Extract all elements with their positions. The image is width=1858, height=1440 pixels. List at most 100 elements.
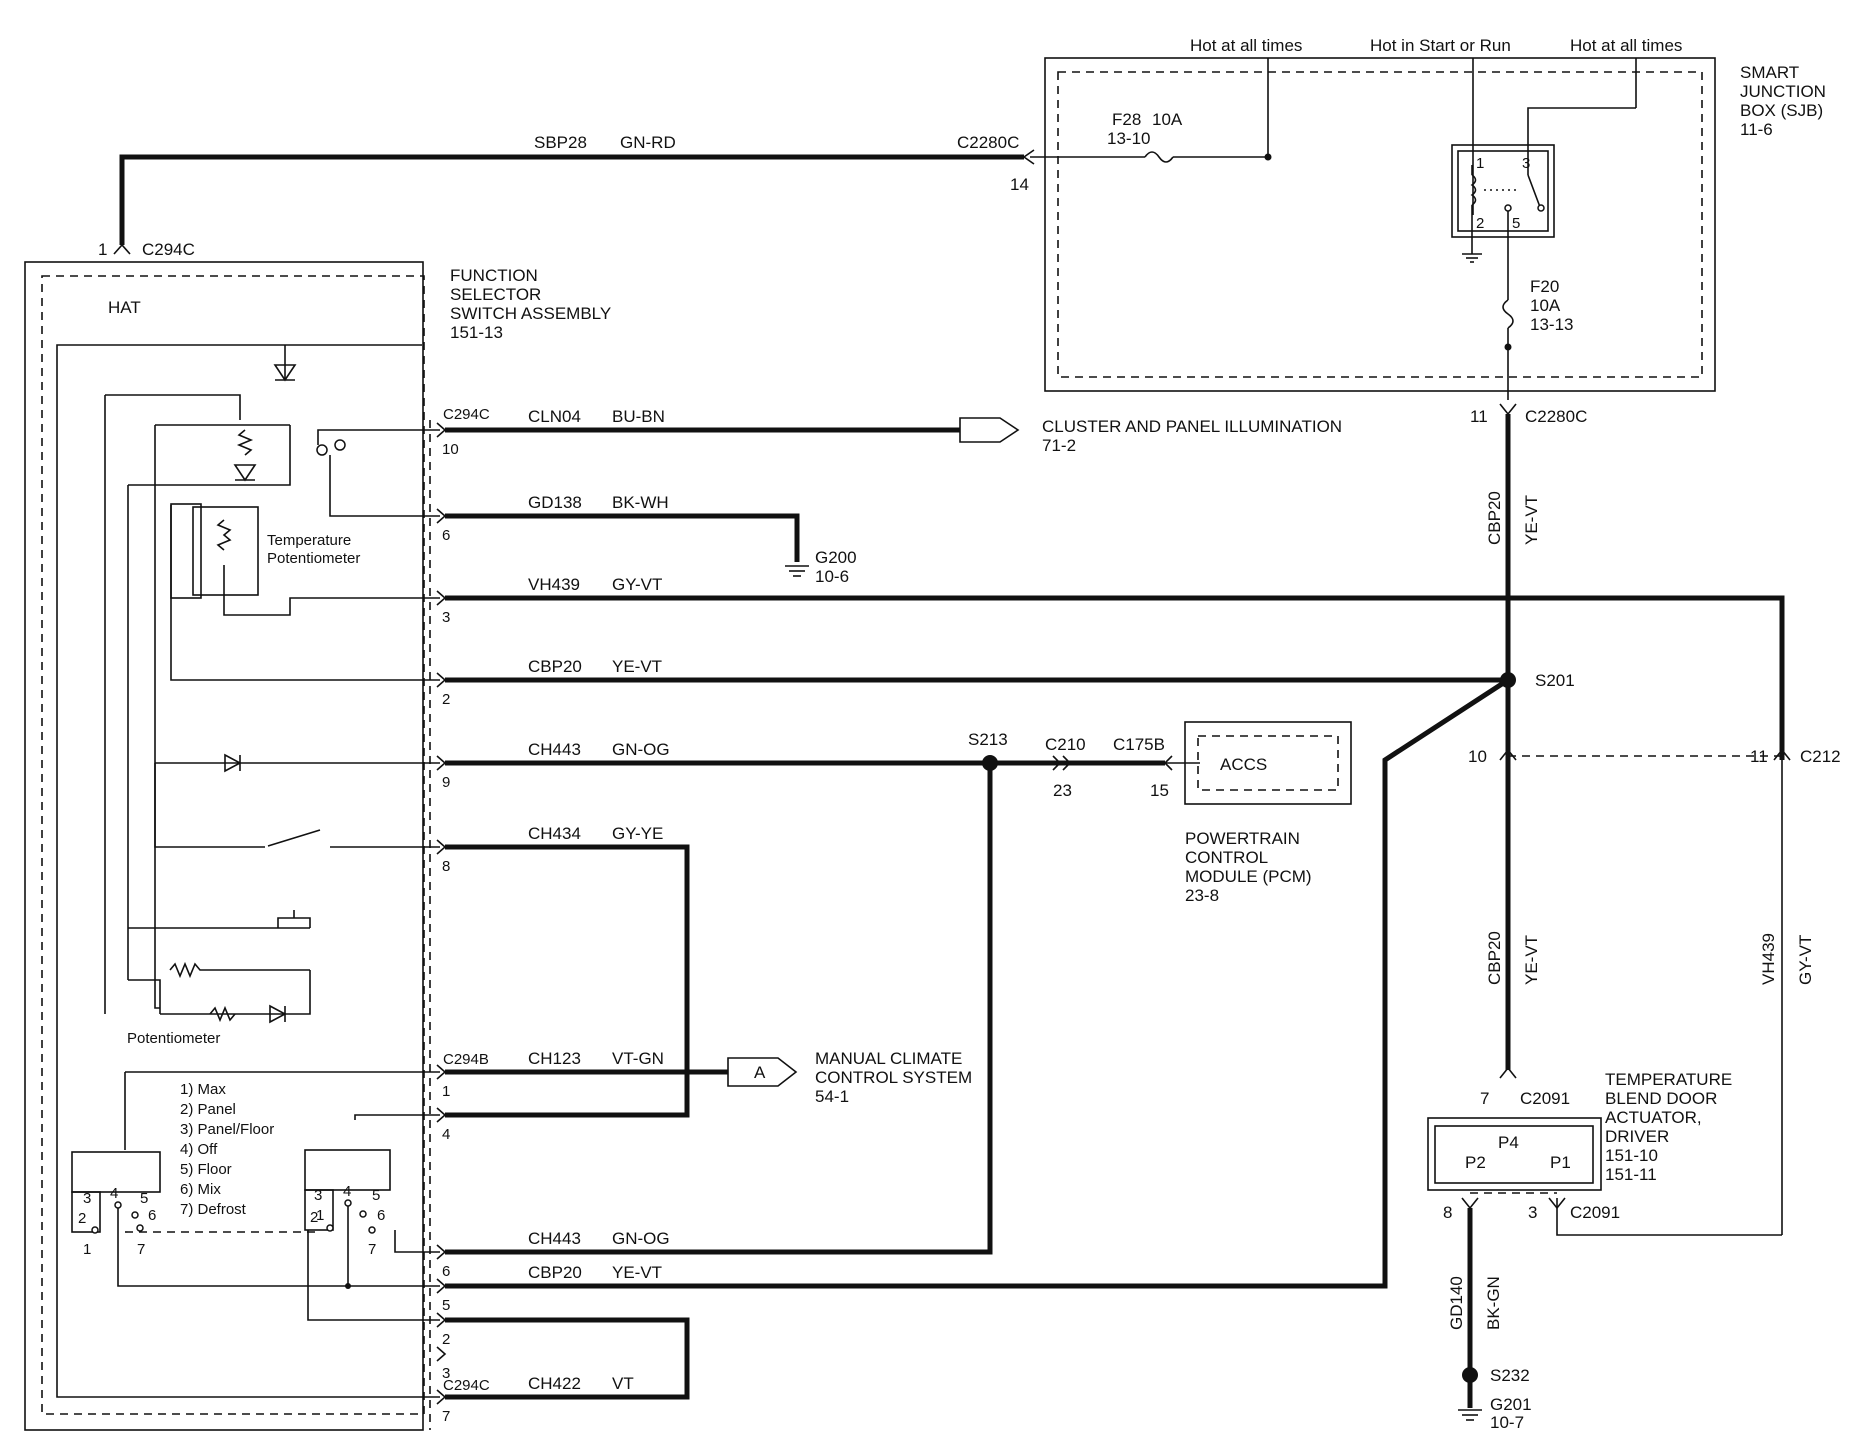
wire-color-label: BU-BN — [612, 407, 665, 426]
fuse-f28-name: F28 — [1112, 110, 1141, 129]
wire-color-label: VT-GN — [612, 1049, 664, 1068]
c210-socket-icon — [1062, 755, 1072, 771]
relay-contact-arm — [1527, 174, 1541, 208]
connector-pin-number: 5 — [442, 1297, 450, 1314]
function-selector-3: SWITCH ASSEMBLY — [450, 304, 611, 323]
internal-wire-a — [105, 394, 241, 420]
tbda-outer — [1427, 1117, 1602, 1191]
wire-sbp28 — [119, 154, 1024, 245]
lamp-2-icon — [334, 439, 346, 451]
connector-pin-number: 3 — [442, 609, 450, 626]
tbda-p2: P2 — [1465, 1153, 1486, 1172]
wire-ch443-row6 — [445, 763, 993, 1255]
c2091-right-label: C2091 — [1570, 1203, 1620, 1222]
c212-pin-10: 10 — [1468, 747, 1487, 766]
connector-pin-number: 2 — [442, 1331, 450, 1348]
tbda-label-3: ACTUATOR, — [1605, 1108, 1702, 1127]
hat-outline — [24, 261, 424, 1431]
accs-box — [1197, 735, 1339, 791]
diode-2-icon — [233, 464, 257, 482]
mode-2: 2) Panel — [180, 1101, 236, 1118]
hat-inner-outline — [41, 275, 425, 1415]
c2091-top-icon — [1499, 1066, 1517, 1079]
pcm-label-2: CONTROL — [1185, 848, 1268, 867]
c2091-left-pin: 8 — [1443, 1203, 1452, 1222]
diode-3-icon — [224, 753, 242, 773]
circuit-id-label: VH439 — [528, 575, 580, 594]
switch-right-pos-5: 5 — [372, 1187, 380, 1204]
fuse-f20-symbol — [1502, 299, 1514, 329]
circuit-id-label: GD138 — [528, 493, 582, 512]
c2280c-bottom-icon — [1499, 403, 1517, 416]
splice-s232-label: S232 — [1490, 1366, 1530, 1385]
switch-right-pos-4: 4 — [343, 1183, 351, 1200]
cbp20-vertical-bottom-circuit: CBP20 — [1485, 931, 1504, 985]
circuit-id-label: CBP20 — [528, 657, 582, 676]
switch-left-pos-5: 5 — [140, 1190, 148, 1207]
relay-inner — [1457, 150, 1549, 232]
connector-pin-number: 4 — [442, 1126, 450, 1143]
splice-s232 — [1462, 1367, 1478, 1383]
resistor-1-icon — [236, 429, 254, 456]
connector-pin-number: 8 — [442, 858, 450, 875]
vh439-vertical-circuit: VH439 — [1759, 933, 1778, 985]
circuit-id-label: CLN04 — [528, 407, 581, 426]
connector-c294c-top: 1 C294C — [98, 240, 195, 259]
c294c-bottom-label: C294C — [443, 1377, 490, 1394]
relay-pin-3: 3 — [1522, 155, 1530, 172]
wire-vh439-top — [445, 595, 1785, 760]
c2280c-bottom-pin: 11 — [1470, 407, 1488, 426]
wire-color-label: GN-OG — [612, 740, 670, 759]
ground-g201-icon — [1458, 1409, 1482, 1421]
sjb-inner-outline — [1057, 71, 1703, 378]
switch-right-pos-6: 6 — [377, 1207, 385, 1224]
relay-ground-icon — [1462, 253, 1482, 263]
switch-left-pos-3: 3 — [83, 1190, 91, 1207]
wire-color-label: GN-OG — [612, 1229, 670, 1248]
connector-pin-arrow — [436, 1346, 447, 1362]
ground-g201-ref: 10-7 — [1490, 1413, 1524, 1432]
connector-c2280c-top: C2280C 14 — [957, 133, 1035, 194]
cluster-illumination-flag — [959, 417, 1020, 443]
c175b-pin: 15 — [1150, 781, 1169, 800]
splice-s201 — [1500, 672, 1516, 688]
gd140-color: BK-GN — [1484, 1276, 1503, 1330]
potentiometer-resistor-icon — [169, 961, 310, 979]
pcm-label-3: MODULE (PCM) — [1185, 867, 1312, 886]
wire-ch434 — [445, 844, 690, 1118]
switch-left-pos-2: 2 — [78, 1210, 86, 1227]
accs-label: ACCS — [1220, 755, 1267, 774]
c2280c-bottom-label: C2280C — [1525, 407, 1587, 426]
switch-left-pos-6: 6 — [148, 1207, 156, 1224]
switch-right-pos-7: 7 — [368, 1241, 376, 1258]
connector-pin-number: 7 — [442, 1408, 450, 1425]
temperature-potentiometer-box — [192, 506, 259, 596]
tbda-p4: P4 — [1498, 1133, 1519, 1152]
hot-at-all-times-label-2: Hot at all times — [1570, 36, 1682, 55]
tbda-label-4: DRIVER — [1605, 1127, 1669, 1146]
wire-color-label: GY-VT — [612, 575, 662, 594]
lamp-1-icon — [316, 444, 328, 456]
connector-pin-number: 10 — [442, 441, 459, 458]
circuit-id-label: CBP20 — [528, 1263, 582, 1282]
c2280c-top-label: C2280C — [957, 133, 1019, 152]
c2091-left-icon — [1461, 1197, 1479, 1210]
mode-5: 5) Floor — [180, 1161, 232, 1178]
relay-pin-1: 1 — [1476, 155, 1484, 172]
c294c-top-label: C294C — [142, 240, 195, 259]
fuse-f28-ref: 13-10 — [1107, 129, 1150, 148]
mode-6: 6) Mix — [180, 1181, 221, 1198]
internal-wire-ground — [329, 455, 440, 517]
mode-4: 4) Off — [180, 1141, 218, 1158]
c2091-top-pin: 7 — [1480, 1089, 1489, 1108]
wire-loop-2-3-7 — [445, 1317, 690, 1400]
circuit-id-label: CH443 — [528, 1229, 581, 1248]
relay-outer — [1451, 144, 1555, 238]
internal-wire-e — [317, 429, 440, 445]
smart-junction-box: SMART JUNCTION BOX (SJB) 11-6 Hot at all… — [1030, 36, 1826, 400]
potentiometer-label: Potentiometer — [127, 1030, 220, 1047]
manual-climate-label-3: 54-1 — [815, 1087, 849, 1106]
switch-1-icon — [267, 829, 321, 847]
